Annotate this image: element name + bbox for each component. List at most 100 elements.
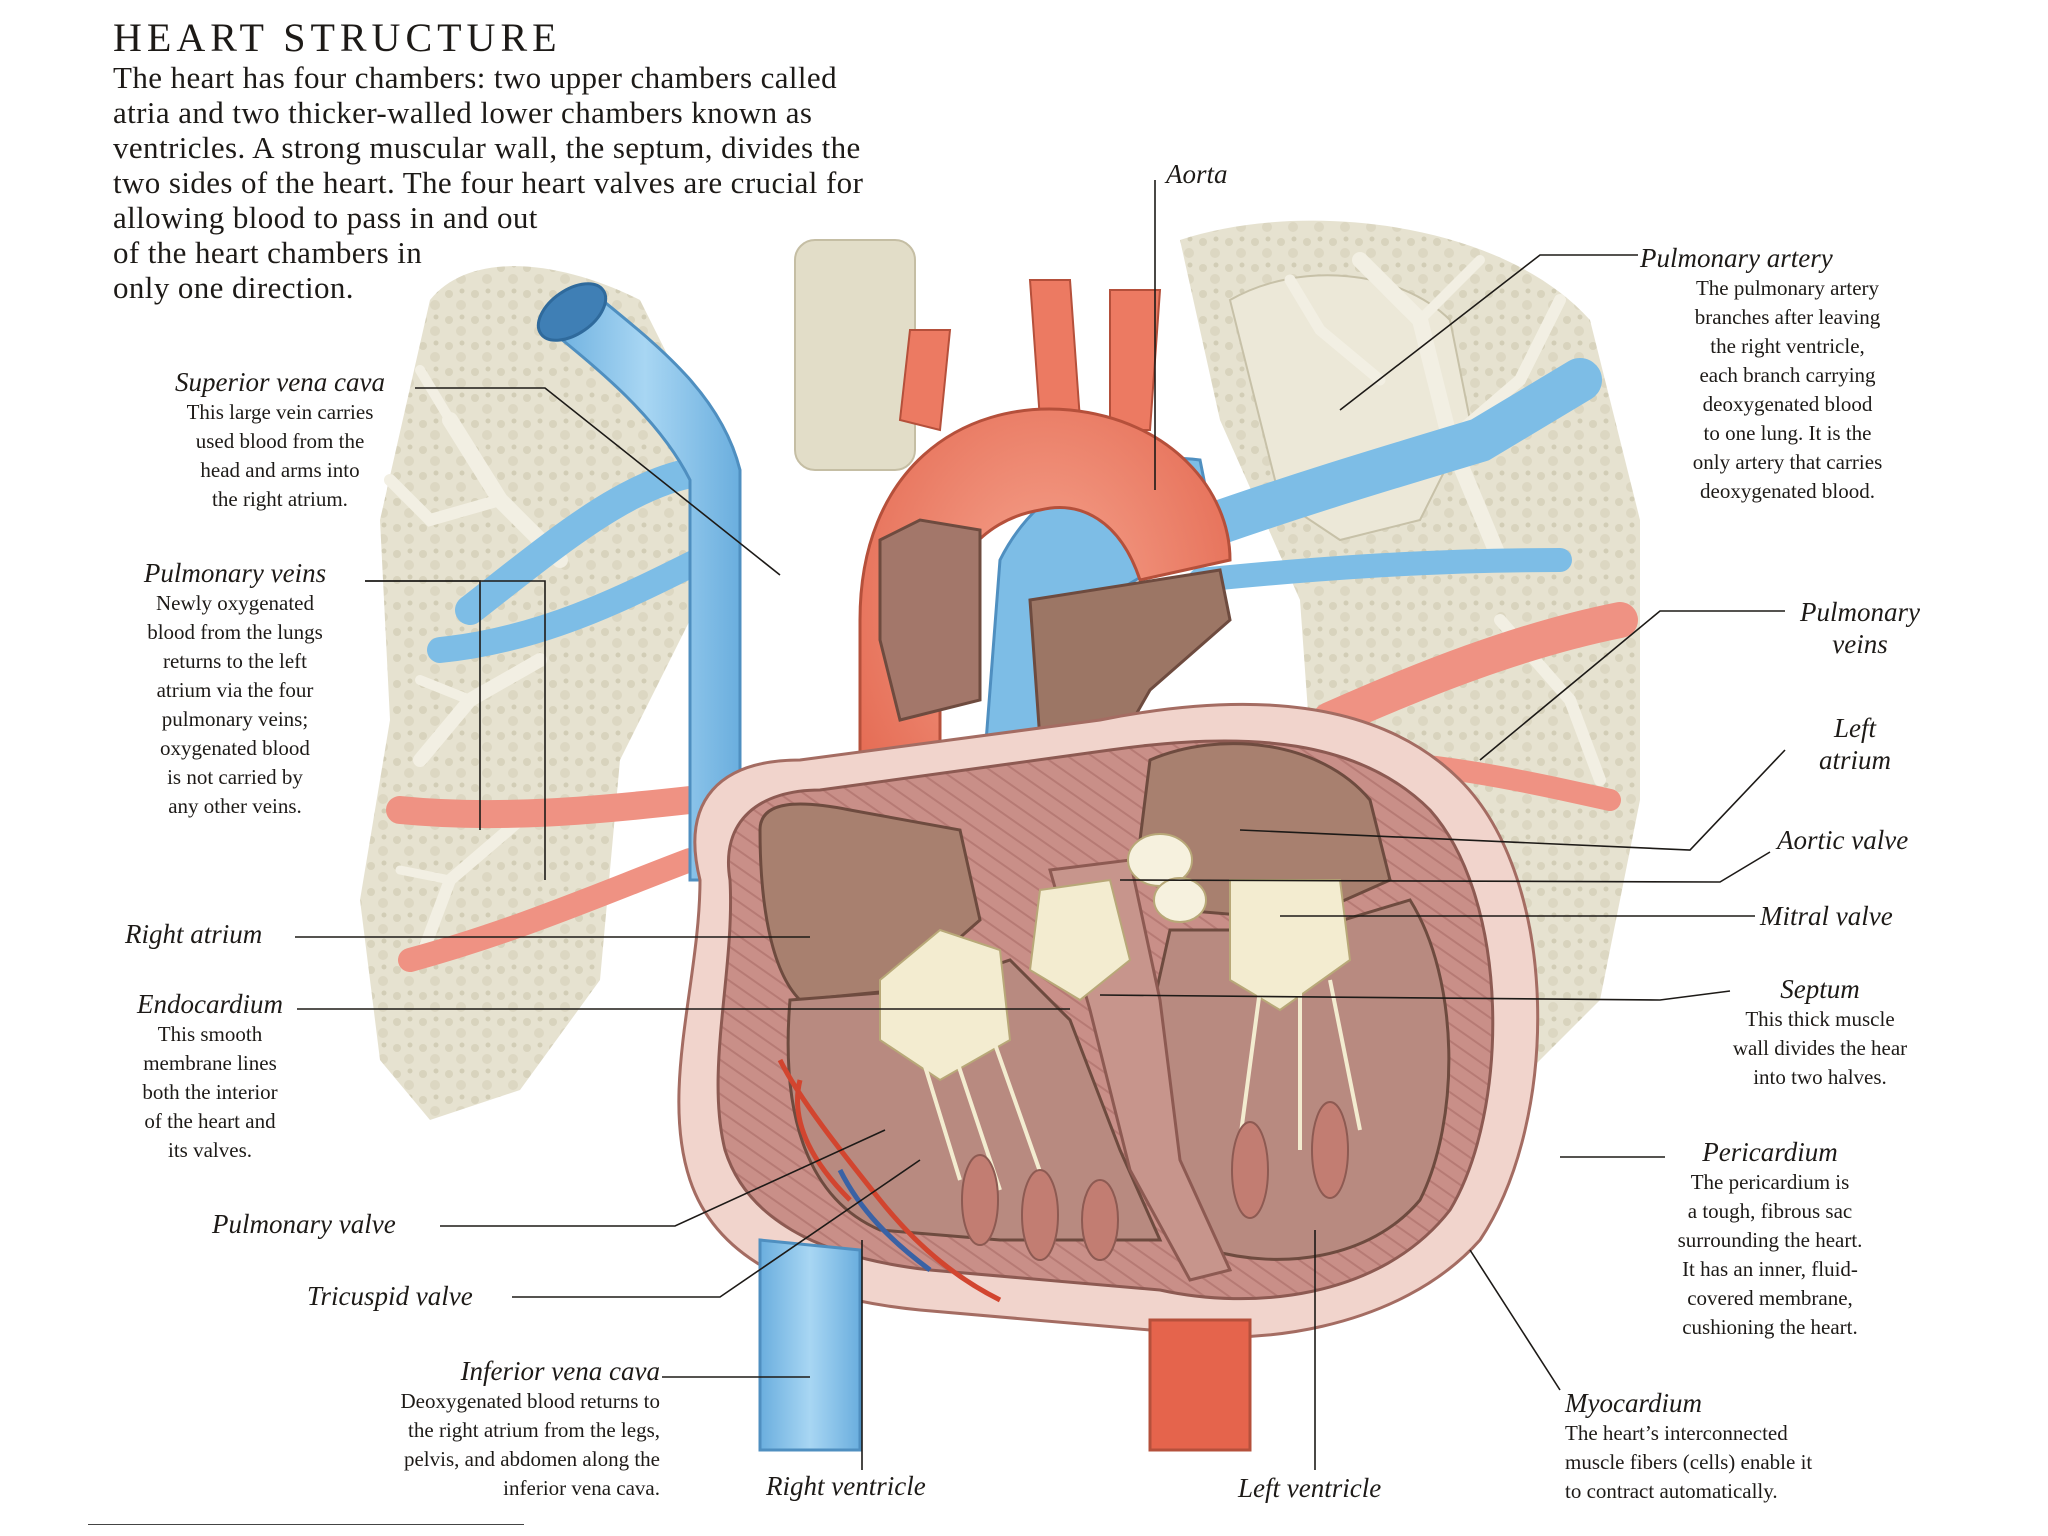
label-superior-vena-cava-desc: This large vein carries used blood from …: [145, 398, 415, 514]
label-pericardium: Pericardium The pericardium is a tough, …: [1620, 1136, 1920, 1342]
label-pulmonary-veins-right: Pulmonary veins: [1785, 596, 1935, 660]
label-superior-vena-cava: Superior vena cava This large vein carri…: [145, 366, 415, 514]
label-inferior-vena-cava: Inferior vena cava Deoxygenated blood re…: [290, 1355, 660, 1503]
label-right-ventricle: Right ventricle: [766, 1470, 926, 1502]
desc-line: inferior vena cava.: [503, 1476, 660, 1500]
desc-line: the right atrium from the legs,: [408, 1418, 660, 1442]
desc-line: to contract automatically.: [1565, 1479, 1778, 1503]
desc-line: wall divides the hear: [1732, 1036, 1908, 1060]
desc-line: the right atrium.: [212, 487, 348, 511]
superior-vena-cava-opening: [536, 282, 608, 342]
label-endocardium-name: Endocardium: [137, 989, 283, 1019]
desc-line: used blood from the: [195, 429, 365, 453]
desc-line: returns to the left: [162, 649, 308, 673]
intro-line: atria and two thicker-walled lower chamb…: [113, 95, 813, 130]
desc-line: head and arms into: [200, 458, 360, 482]
desc-line: deoxygenated blood.: [1700, 479, 1875, 503]
intro-line: of the heart chambers in: [113, 235, 423, 270]
aortic-branches: [898, 279, 1162, 432]
desc-line: atrium via the four: [156, 678, 314, 702]
desc-line: The pulmonary artery: [1695, 276, 1880, 300]
desc-line: It has an inner, fluid-: [1682, 1257, 1858, 1281]
desc-line: into two halves.: [1753, 1065, 1887, 1089]
label-pulmonary-artery: Pulmonary artery The pulmonary artery br…: [1640, 242, 1935, 506]
label-aorta: Aorta: [1166, 158, 1228, 190]
desc-line: is not carried by: [167, 765, 303, 789]
desc-line: pulmonary veins;: [161, 707, 309, 731]
label-left-ventricle-name: Left ventricle: [1238, 1473, 1382, 1503]
desc-line: The heart’s interconnected: [1565, 1421, 1788, 1445]
desc-line: surrounding the heart.: [1677, 1228, 1863, 1252]
label-septum-desc: This thick muscle wall divides the hear …: [1700, 1005, 1940, 1092]
desc-line: each branch carrying: [1699, 363, 1876, 387]
label-pulmonary-artery-desc: The pulmonary artery branches after leav…: [1640, 274, 1935, 506]
label-endocardium: Endocardium This smooth membrane lines b…: [100, 988, 320, 1165]
label-pericardium-desc: The pericardium is a tough, fibrous sac …: [1620, 1168, 1920, 1342]
label-left-atrium: Left atrium: [1800, 712, 1910, 776]
leader-lines: [295, 180, 1786, 1470]
intro-line: The heart has four chambers: two upper c…: [113, 60, 837, 95]
coronary-vessels: [777, 1058, 1002, 1303]
intro-paragraph: The heart has four chambers: two upper c…: [113, 60, 863, 305]
label-pulmonary-valve: Pulmonary valve: [212, 1208, 396, 1240]
label-endocardium-desc: This smooth membrane lines both the inte…: [100, 1020, 320, 1165]
desc-line: The pericardium is: [1690, 1170, 1850, 1194]
label-pulmonary-valve-name: Pulmonary valve: [212, 1209, 396, 1239]
label-inferior-vena-cava-name: Inferior vena cava: [460, 1356, 660, 1386]
label-pulmonary-veins-left: Pulmonary veins Newly oxygenated blood f…: [105, 557, 365, 821]
label-pulmonary-veins-left-desc: Newly oxygenated blood from the lungs re…: [105, 589, 365, 821]
page-title: HEART STRUCTURE: [113, 15, 562, 60]
desc-line: cushioning the heart.: [1682, 1315, 1858, 1339]
desc-line: Deoxygenated blood returns to: [400, 1389, 660, 1413]
papillary-muscles: [961, 1101, 1349, 1261]
aorta-cutaway: [878, 518, 982, 722]
label-aortic-valve: Aortic valve: [1777, 824, 1908, 856]
label-myocardium-name: Myocardium: [1565, 1388, 1702, 1418]
label-pulmonary-artery-name: Pulmonary artery: [1640, 243, 1833, 273]
desc-line: This large vein carries: [186, 400, 374, 424]
label-right-atrium-name: Right atrium: [125, 919, 263, 949]
desc-line: both the interior: [142, 1080, 278, 1104]
desc-line: Newly oxygenated: [155, 591, 315, 615]
desc-line: membrane lines: [143, 1051, 277, 1075]
coronary-vein: [837, 1168, 932, 1272]
label-inferior-vena-cava-desc: Deoxygenated blood returns to the right …: [290, 1387, 660, 1503]
label-septum: Septum This thick muscle wall divides th…: [1700, 973, 1940, 1092]
desc-line: of the heart and: [144, 1109, 276, 1133]
heart-valves: [879, 833, 1362, 1201]
label-right-atrium: Right atrium: [125, 918, 262, 950]
desc-line: a tough, fibrous sac: [1687, 1199, 1853, 1223]
intro-line: two sides of the heart. The four heart v…: [113, 165, 864, 200]
desc-line: branches after leaving: [1694, 305, 1881, 329]
descending-aorta-vessel: [1148, 1318, 1252, 1452]
label-tricuspid-valve-name: Tricuspid valve: [307, 1281, 473, 1311]
desc-line: the right ventricle,: [1710, 334, 1865, 358]
label-superior-vena-cava-name: Superior vena cava: [175, 367, 385, 397]
desc-line: pelvis, and abdomen along the: [403, 1447, 660, 1471]
label-right-ventricle-name: Right ventricle: [766, 1471, 926, 1501]
label-myocardium: Myocardium The heart’s interconnected mu…: [1565, 1387, 1812, 1506]
label-pulmonary-veins-right-line2: veins: [1832, 629, 1888, 659]
label-left-atrium-line1: Left: [1833, 713, 1876, 743]
desc-line: any other veins.: [168, 794, 302, 818]
desc-line: This smooth: [157, 1022, 263, 1046]
label-mitral-valve-name: Mitral valve: [1760, 901, 1893, 931]
desc-line: oxygenated blood: [160, 736, 310, 760]
label-tricuspid-valve: Tricuspid valve: [307, 1280, 473, 1312]
label-left-atrium-line2: atrium: [1818, 745, 1891, 775]
desc-line: covered membrane,: [1687, 1286, 1853, 1310]
desc-line: blood from the lungs: [147, 620, 323, 644]
label-myocardium-desc: The heart’s interconnected muscle fibers…: [1565, 1419, 1812, 1506]
label-aortic-valve-name: Aortic valve: [1777, 825, 1909, 855]
desc-line: only artery that carries: [1692, 450, 1883, 474]
label-mitral-valve: Mitral valve: [1760, 900, 1893, 932]
label-left-ventricle: Left ventricle: [1238, 1472, 1381, 1504]
label-pulmonary-veins-left-name: Pulmonary veins: [143, 558, 327, 588]
page-rule: [88, 1524, 524, 1525]
intro-line: allowing blood to pass in and out: [113, 200, 538, 235]
inferior-vena-cava-vessel: [758, 1238, 862, 1452]
intro-line: ventricles. A strong muscular wall, the …: [113, 130, 861, 165]
desc-line: This thick muscle: [1745, 1007, 1895, 1031]
desc-line: its valves.: [168, 1138, 252, 1162]
